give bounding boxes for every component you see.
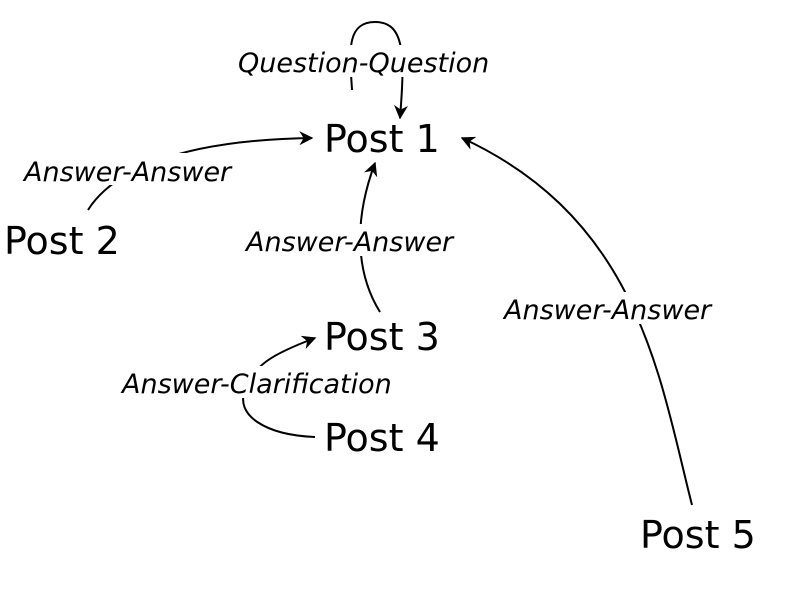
svg-text:Answer-Answer: Answer-Answer xyxy=(22,157,233,188)
node-post-3: Post 3 xyxy=(324,315,440,359)
node-post-2: Post 2 xyxy=(4,219,120,263)
node-post-1: Post 1 xyxy=(324,117,440,161)
edge-label-answer-clarification: Answer-Clarification xyxy=(120,366,438,400)
node-post-4: Post 4 xyxy=(324,416,440,460)
edge-label-question-question: Question-Question xyxy=(238,45,532,79)
svg-text:Answer-Answer: Answer-Answer xyxy=(502,295,713,326)
edge-label-answer-answer-post5: Answer-Answer xyxy=(502,292,748,326)
svg-text:Question-Question: Question-Question xyxy=(238,48,489,79)
edge-label-answer-answer-post3: Answer-Answer xyxy=(244,224,490,258)
node-post-5: Post 5 xyxy=(640,513,756,557)
edge-label-answer-answer-post2: Answer-Answer xyxy=(22,153,268,188)
svg-text:Answer-Answer: Answer-Answer xyxy=(244,227,455,258)
svg-text:Answer-Clarification: Answer-Clarification xyxy=(120,369,392,400)
